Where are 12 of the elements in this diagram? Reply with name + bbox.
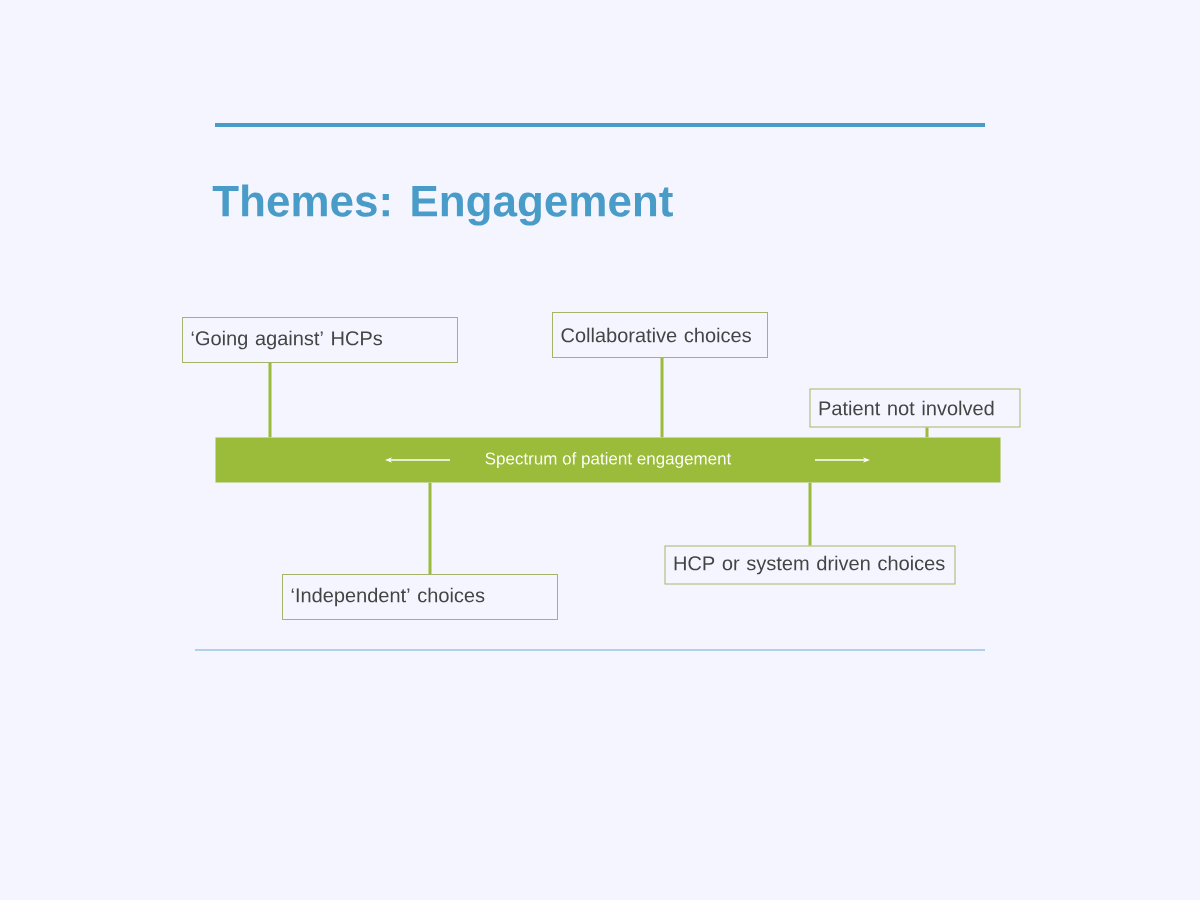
connector-line <box>428 482 432 574</box>
theme-box: HCP or system driven choices <box>664 545 956 585</box>
spectrum-bar: Spectrum of patient engagement <box>215 437 1001 483</box>
theme-box: ‘Independent’ choices <box>282 574 558 620</box>
connector-line <box>268 363 272 438</box>
theme-box: Patient not involved <box>809 388 1021 428</box>
slide-title: Themes: Engagement <box>212 184 673 226</box>
connector-line <box>808 482 812 546</box>
connector-line <box>660 358 664 438</box>
connector-line <box>925 427 929 438</box>
theme-box: Collaborative choices <box>552 312 768 358</box>
theme-box: ‘Going against’ HCPs <box>182 317 458 363</box>
